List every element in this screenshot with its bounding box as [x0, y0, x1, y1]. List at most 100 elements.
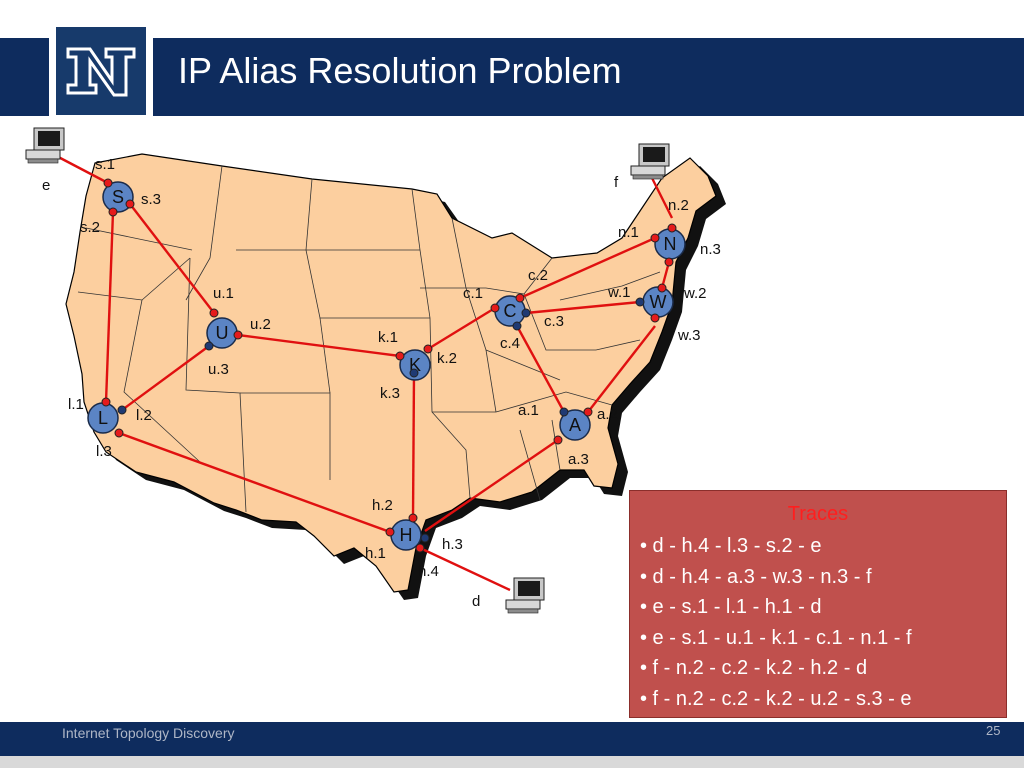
iface-c2-label: c.2 [528, 267, 548, 284]
trace-item: • e - s.1 - u.1 - k.1 - c.1 - n.1 - f [640, 626, 912, 649]
host-e-label: e [42, 177, 50, 194]
iface-h2-dot [408, 513, 418, 523]
iface-a1-dot [559, 407, 569, 417]
iface-c3-dot [521, 308, 531, 318]
interface-dots [101, 178, 677, 553]
iface-u3-label: u.3 [208, 361, 229, 378]
trace-item: • e - s.1 - l.1 - h.1 - d [640, 596, 822, 618]
iface-c1-label: c.1 [463, 285, 483, 302]
iface-s2-dot [108, 207, 118, 217]
router-l-label: L [98, 408, 108, 428]
link-c-w [525, 300, 641, 315]
footer-bar [0, 722, 1024, 756]
link-h-a [424, 439, 559, 532]
iface-w3-dot [650, 313, 660, 323]
iface-l3-label: l.3 [96, 443, 112, 460]
iface-w1-label: w.1 [607, 284, 631, 301]
iface-l2-label: l.2 [136, 407, 152, 424]
host-e-icon [25, 127, 65, 164]
iface-l1-label: l.1 [68, 396, 84, 413]
link-h-d [419, 546, 511, 592]
iface-n3-label: n.3 [700, 241, 721, 258]
link-s-u [129, 203, 215, 314]
traces-title: Traces [787, 503, 849, 525]
link-k-h [411, 372, 416, 519]
iface-h3-label: h.3 [442, 536, 463, 553]
iface-s1-label: s.1 [95, 156, 115, 173]
interface-labels: s.1 s.2 s.3 u.1 u.2 u.3 l.1 l.2 l.3 k.1 … [42, 156, 721, 610]
router-w-label: W [650, 292, 667, 312]
iface-l3-dot [114, 428, 124, 438]
iface-c2-dot [515, 293, 525, 303]
iface-a3-label: a.3 [568, 451, 589, 468]
iface-h2-label: h.2 [372, 497, 393, 514]
link-a-w [587, 325, 656, 413]
iface-w2-label: w.2 [683, 285, 707, 302]
network-links [44, 148, 674, 592]
iface-u2-label: u.2 [250, 316, 271, 333]
iface-k3-label: k.3 [380, 385, 400, 402]
iface-h1-label: h.1 [365, 545, 386, 562]
host-d-label: d [472, 593, 480, 610]
iface-n3-dot [664, 257, 674, 267]
iface-c4-label: c.4 [500, 335, 520, 352]
slide-title: IP Alias Resolution Problem [178, 50, 622, 91]
link-c-a [515, 325, 566, 413]
iface-l1-dot [101, 397, 111, 407]
iface-k2-label: k.2 [437, 350, 457, 367]
iface-n2-label: n.2 [668, 197, 689, 214]
page-number: 25 [986, 723, 1001, 738]
iface-a2-label: a.2 [597, 406, 618, 423]
link-l-h [118, 431, 391, 534]
trace-item: • f - n.2 - c.2 - k.2 - h.2 - d [640, 657, 868, 679]
iface-c3-label: c.3 [544, 313, 564, 330]
link-u-k [237, 333, 401, 358]
iface-u1-label: u.1 [213, 285, 234, 302]
router-h-label: H [400, 525, 413, 545]
router-a [559, 409, 591, 441]
trace-item: • d - h.4 - a.3 - w.3 - n.3 - f [640, 565, 872, 588]
router-labels: S U L K H C A N W [98, 187, 677, 545]
iface-s3-label: s.3 [141, 191, 161, 208]
iface-k3-dot [409, 368, 419, 378]
iface-k1-label: k.1 [378, 329, 398, 346]
router-c-label: C [504, 301, 517, 321]
router-a-label: A [569, 415, 581, 435]
link-s-l [104, 211, 115, 403]
university-logo [49, 20, 153, 122]
iface-h1-dot [385, 527, 395, 537]
iface-a3-dot [553, 435, 563, 445]
host-f-label: f [614, 174, 619, 191]
iface-h4-dot [415, 543, 425, 553]
host-d-icon [505, 577, 545, 614]
iface-l2-dot [117, 405, 127, 415]
trace-item: • f - n.2 - c.2 - k.2 - u.2 - s.3 - e [640, 687, 912, 710]
title-bar [0, 38, 1024, 116]
router-s [102, 181, 134, 213]
iface-c4-dot [512, 321, 522, 331]
iface-w3-label: w.3 [677, 327, 701, 344]
link-k-c [427, 306, 496, 351]
state-borders [77, 165, 661, 513]
us-map [65, 153, 717, 593]
host-f-icon [630, 143, 670, 180]
iface-n2-dot [667, 223, 677, 233]
iface-k1-dot [395, 351, 405, 361]
iface-a1-label: a.1 [518, 402, 539, 419]
traces-list: • d - h.4 - l.3 - s.2 - e • d - h.4 - a.… [640, 531, 912, 714]
iface-u3-dot [204, 341, 214, 351]
iface-n1-label: n.1 [618, 224, 639, 241]
iface-w2-dot [657, 283, 667, 293]
footer-text: Internet Topology Discovery [62, 725, 235, 741]
iface-u2-dot [233, 330, 243, 340]
iface-n1-dot [650, 233, 660, 243]
trace-item: • d - h.4 - l.3 - s.2 - e [640, 535, 822, 557]
iface-s2-label: s.2 [80, 219, 100, 236]
router-n-label: N [664, 234, 677, 254]
n-logo-icon [66, 47, 136, 97]
link-c-n [519, 236, 656, 300]
iface-u1-dot [209, 308, 219, 318]
iface-c1-dot [490, 303, 500, 313]
traces-panel: Traces • d - h.4 - l.3 - s.2 - e • d - h… [629, 490, 1007, 718]
iface-h3-dot [420, 533, 430, 543]
